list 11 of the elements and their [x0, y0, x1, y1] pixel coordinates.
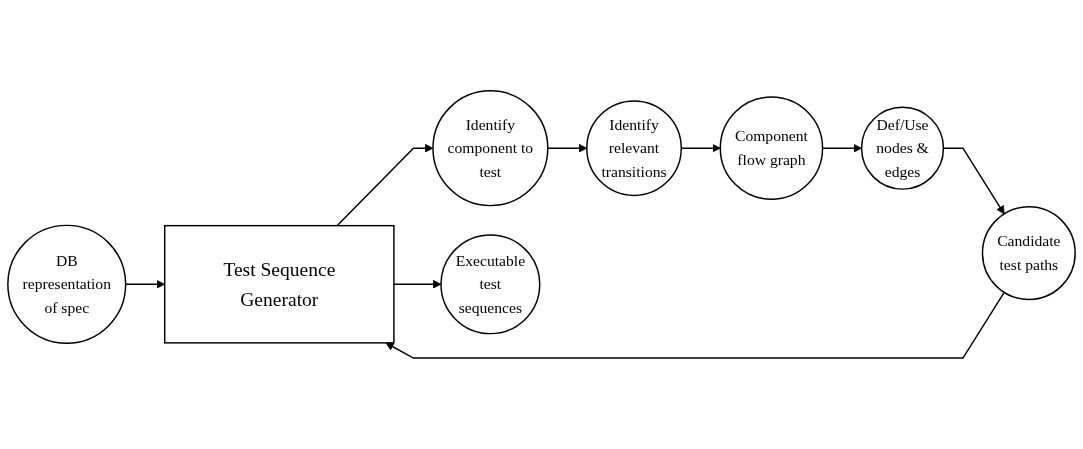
- node-circle: Candidate test paths: [981, 206, 1076, 301]
- arrow: [393, 280, 442, 289]
- node-circle: Identify component to test: [432, 90, 549, 207]
- arrow: [385, 291, 1005, 359]
- node-circle: Identify relevant transitions: [586, 100, 682, 197]
- node-circle: DB representation of spec: [7, 224, 127, 344]
- node-circle: Def/Use nodes & edges: [860, 106, 945, 190]
- node-circle: Component flow graph: [719, 96, 824, 201]
- node-box: Test Sequence Generator: [164, 225, 395, 344]
- node-circle: Executable test sequences: [440, 234, 541, 335]
- arrow: [336, 144, 434, 227]
